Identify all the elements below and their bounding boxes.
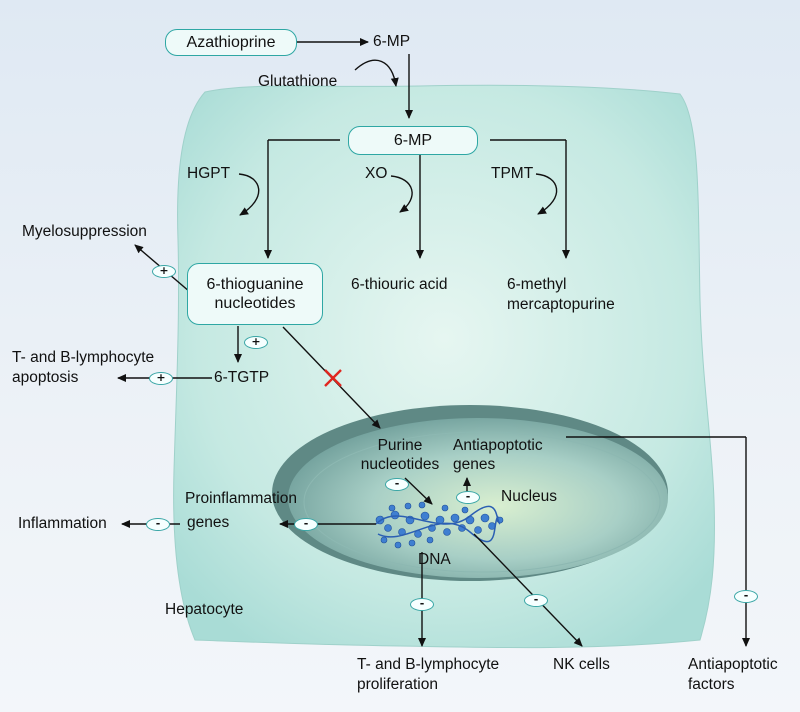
thioguanine-nucleotides-box: 6-thioguanine nucleotides: [187, 263, 323, 325]
proinflammation-label-line1: Proinflammation: [185, 490, 297, 507]
apoptosis-label-line2: apoptosis: [12, 369, 79, 386]
dna-strand: [375, 501, 504, 549]
proliferation-minus-marker: -: [410, 598, 434, 611]
glutathione-label: Glutathione: [258, 73, 338, 90]
purine-label-line1: Purine: [377, 437, 423, 454]
hgpt-label: HGPT: [187, 165, 231, 182]
tgtp-plus-marker: +: [244, 336, 268, 349]
methyl-mp-label-line1: 6-methyl: [507, 276, 567, 293]
antiapoptotic-factors-minus-marker: -: [734, 590, 758, 603]
proliferation-label-line1: T- and B-lymphocyte: [357, 656, 500, 673]
tgn-label-line2: nucleotides: [214, 295, 296, 312]
myelosuppression-plus-marker: +: [152, 265, 176, 278]
xo-label: XO: [365, 165, 388, 182]
antiapoptotic-genes-label-line2: genes: [453, 456, 496, 473]
thiouric-acid-label: 6-thiouric acid: [351, 276, 448, 293]
mp-top-label: 6-MP: [373, 33, 411, 50]
methyl-mp-label-line2: mercaptopurine: [507, 296, 615, 313]
mp-cell-box: 6-MP: [348, 126, 478, 155]
proinflammation-label-line2: genes: [187, 514, 230, 531]
hepatocyte-label: Hepatocyte: [165, 601, 244, 618]
proinflammation-minus-marker: -: [294, 518, 318, 531]
antiapoptotic-factors-label-line2: factors: [688, 676, 735, 693]
block-mark: [324, 369, 342, 387]
nucleus-label: Nucleus: [501, 488, 557, 505]
antiapoptotic-genes-label-line1: Antiapoptotic: [453, 437, 543, 454]
mp-cell-label: 6-MP: [393, 132, 433, 149]
antiapoptotic-factors-label-line1: Antiapoptotic: [688, 656, 778, 673]
nk-minus-marker: -: [524, 594, 548, 607]
dna-label: DNA: [418, 551, 451, 568]
azathioprine-label: Azathioprine: [186, 34, 276, 51]
tpmt-label: TPMT: [491, 165, 534, 182]
apoptosis-label-line1: T- and B-lymphocyte: [12, 349, 155, 366]
nk-cells-label: NK cells: [553, 656, 610, 673]
purine-label-line2: nucleotides: [360, 456, 440, 473]
purine-minus-marker: -: [385, 478, 409, 491]
tgn-label-line1: 6-thioguanine: [206, 276, 304, 293]
proliferation-label-line2: proliferation: [357, 676, 438, 693]
tgtp-label: 6-TGTP: [214, 369, 270, 386]
inflammation-minus-marker: -: [146, 518, 170, 531]
azathioprine-box: Azathioprine: [165, 29, 297, 56]
inflammation-label: Inflammation: [18, 515, 107, 532]
apoptosis-plus-marker: +: [149, 372, 173, 385]
myelosuppression-label: Myelosuppression: [22, 223, 147, 240]
antiapoptotic-genes-minus-marker: -: [456, 491, 480, 504]
